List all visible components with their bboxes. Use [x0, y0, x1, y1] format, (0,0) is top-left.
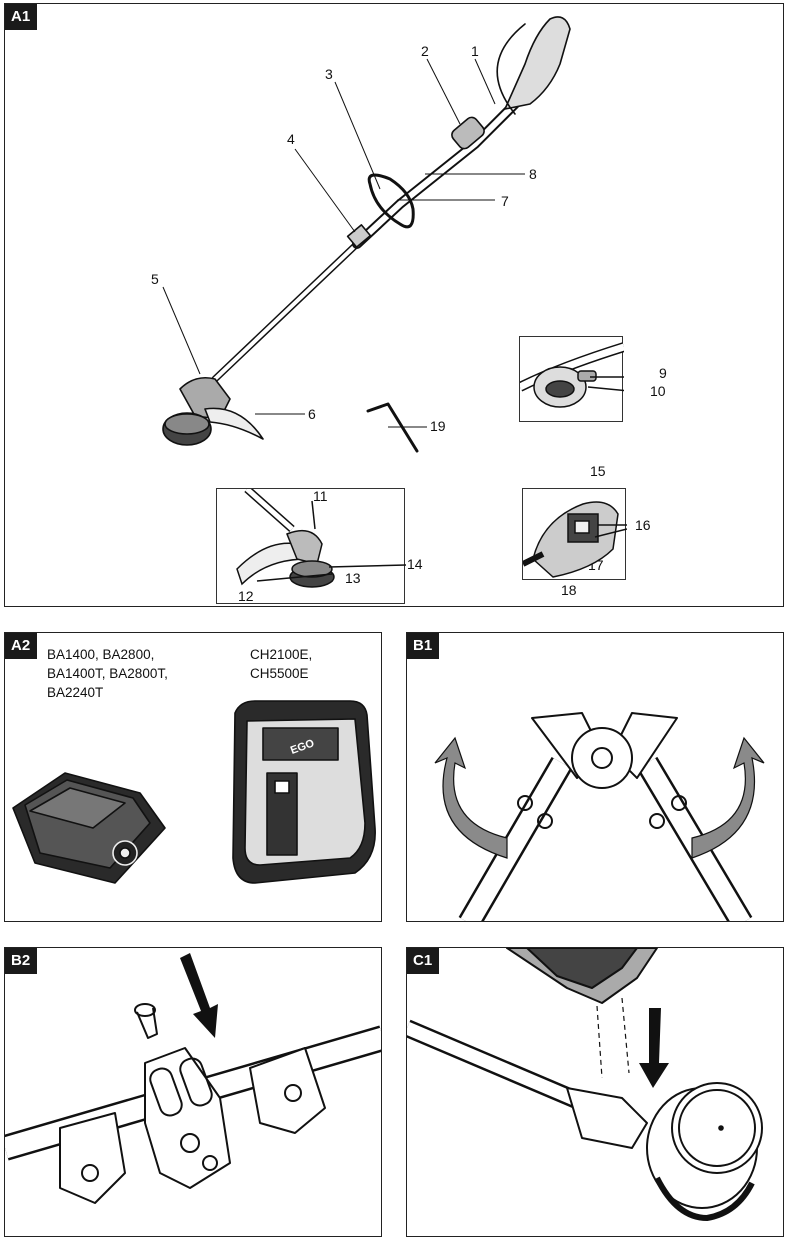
callout-4: 4 — [287, 131, 295, 147]
callout-15: 15 — [590, 463, 606, 479]
panel-c1: C1 — [406, 947, 784, 1237]
inset-battery-port-detail — [522, 488, 627, 580]
callout-3: 3 — [325, 66, 333, 82]
callout-12: 12 — [238, 588, 254, 604]
coupler-bolt-illustration — [5, 953, 381, 1204]
callout-1: 1 — [471, 43, 479, 59]
inset-head-detail — [216, 488, 406, 604]
callout-5: 5 — [151, 271, 159, 287]
fold-arrow-right — [691, 736, 765, 859]
fold-arrow-left — [434, 736, 508, 859]
panel-tag-b2: B2 — [5, 948, 38, 974]
fold-shaft-illustration — [434, 712, 765, 921]
trimmer-overview-illustration: 1 2 3 4 5 6 7 8 9 10 11 12 13 14 15 16 1… — [151, 16, 667, 604]
callout-18: 18 — [561, 582, 577, 598]
charger-model-list: CH2100E, CH5500E — [250, 647, 313, 681]
callout-2: 2 — [421, 43, 429, 59]
callout-14: 14 — [407, 556, 423, 572]
callout-13: 13 — [345, 570, 361, 586]
callout-11: 11 — [313, 488, 328, 504]
callout-10: 10 — [650, 383, 666, 399]
callout-19: 19 — [430, 418, 446, 434]
panel-b2: B2 — [4, 947, 382, 1237]
inset-switch-detail — [519, 336, 624, 422]
callout-16: 16 — [635, 517, 651, 533]
panel-tag-a2: A2 — [5, 633, 38, 659]
callout-7: 7 — [501, 193, 509, 209]
callout-9: 9 — [659, 365, 667, 381]
panel-tag-c1: C1 — [407, 948, 440, 974]
head-detail-drawing — [236, 489, 406, 588]
panel-tag-b1: B1 — [407, 633, 440, 659]
attach-arrow-down — [639, 1008, 669, 1088]
panel-tag-a1: A1 — [5, 4, 38, 30]
insert-arrow-down — [180, 953, 218, 1038]
head-attach-illustration — [407, 948, 763, 1221]
switch-detail-drawing — [520, 342, 624, 408]
battery-and-charger-illustration: EGO — [12, 700, 376, 884]
callout-8: 8 — [529, 166, 537, 182]
battery-port-detail-drawing — [523, 501, 627, 578]
panel-a1: A1 — [4, 3, 784, 607]
panel-b1: B1 — [406, 632, 784, 922]
panel-a2: A2 BA1400, BA2800, BA1400T, BA2800T, BA2… — [4, 632, 382, 922]
battery-model-list: BA1400, BA2800, BA1400T, BA2800T, BA2240… — [47, 647, 168, 700]
callout-6: 6 — [308, 406, 316, 422]
